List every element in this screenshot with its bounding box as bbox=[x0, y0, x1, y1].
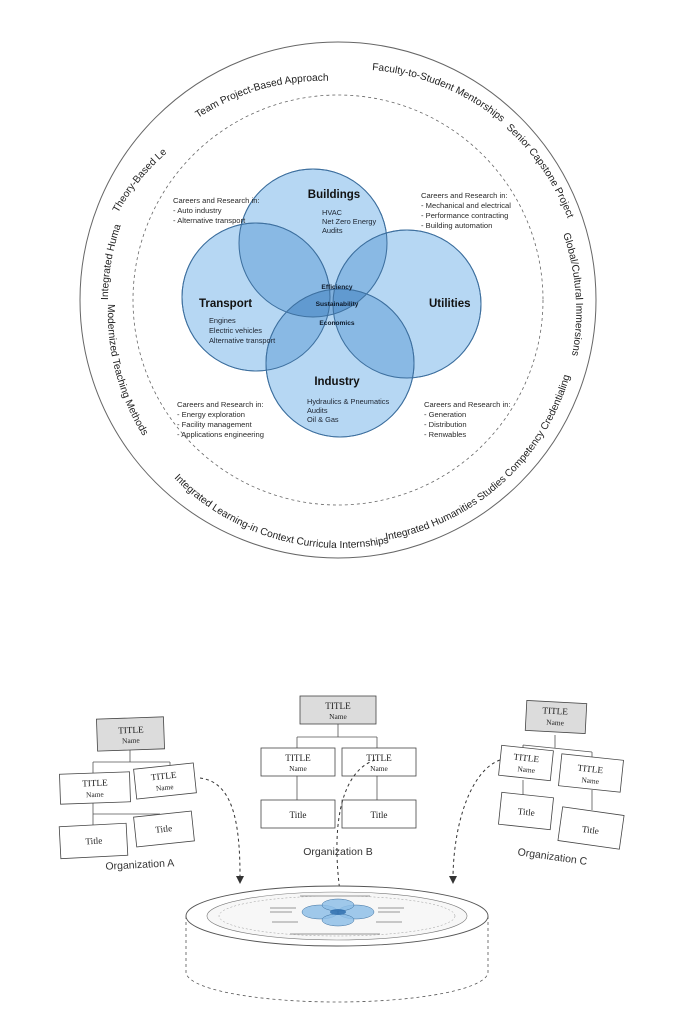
svg-text:- Applications engineering: - Applications engineering bbox=[177, 430, 264, 439]
center-label-sustainability: Sustainability bbox=[316, 301, 359, 308]
ring-label-global: Global/Cultural Immersions bbox=[560, 231, 584, 356]
org-c-mid-title-2: TITLE bbox=[577, 763, 604, 776]
svg-text:- Auto industry: - Auto industry bbox=[173, 206, 222, 215]
svg-text:- Renwables: - Renwables bbox=[424, 430, 466, 439]
org-b-top-box bbox=[299, 695, 377, 725]
industry-item: Oil & Gas bbox=[307, 415, 339, 424]
svg-text:- Alternative transport: - Alternative transport bbox=[173, 216, 246, 225]
overlap-industry-transport bbox=[266, 289, 330, 371]
svg-text:- Distribution: - Distribution bbox=[424, 420, 467, 429]
buildings-item: HVAC bbox=[322, 208, 343, 217]
org-a-bottom-box-2 bbox=[133, 810, 195, 848]
org-c-bottom-title-2: Title bbox=[581, 824, 599, 836]
center-label-efficiency: Efficiency bbox=[321, 284, 352, 291]
org-c-top-name: Name bbox=[546, 718, 565, 728]
org-c-label: Organization C bbox=[517, 846, 588, 868]
org-b-mid-title-1: TITLE bbox=[285, 753, 311, 763]
category-industry: Industry bbox=[314, 376, 360, 388]
org-c-top-box bbox=[524, 700, 588, 734]
ring-label-modernized: Modernized Teaching Methods bbox=[105, 304, 150, 438]
org-chart-b: TITLE Name TITLE Name TITLE Name Title T… bbox=[260, 695, 417, 858]
org-b-top-title: TITLE bbox=[325, 701, 351, 711]
org-b-mid-title-2: TITLE bbox=[366, 753, 392, 763]
org-a-mid-name-1: Name bbox=[86, 790, 105, 800]
svg-text:- Building automation: - Building automation bbox=[421, 221, 492, 230]
venn-diagram bbox=[181, 168, 482, 438]
category-buildings: Buildings bbox=[308, 189, 360, 201]
arrow-org-c bbox=[452, 759, 501, 877]
buildings-item: Audits bbox=[322, 226, 343, 235]
transport-item: Electric vehicles bbox=[209, 326, 262, 335]
org-a-bottom-title-2: Title bbox=[155, 823, 173, 835]
org-a-top-title: TITLE bbox=[118, 725, 144, 736]
org-a-bottom-box-1 bbox=[58, 822, 129, 860]
org-b-bottom-box-2 bbox=[341, 799, 417, 829]
org-a-top-name: Name bbox=[122, 736, 141, 746]
ring-label-mentorships: Faculty-to-Student Mentorships bbox=[372, 62, 507, 125]
industry-item: Hydraulics & Pneumatics bbox=[307, 397, 389, 406]
category-transport: Transport bbox=[199, 298, 252, 310]
org-b-bottom-box-1 bbox=[260, 799, 336, 829]
buildings-item: Net Zero Energy bbox=[322, 217, 377, 226]
svg-text:- Generation: - Generation bbox=[424, 410, 466, 419]
org-a-mid-title-2: TITLE bbox=[150, 770, 177, 783]
org-c-mid-name-2: Name bbox=[581, 775, 600, 786]
careers-bottom-right: Careers and Research in: - Generation - … bbox=[424, 400, 511, 439]
flow-arrows bbox=[199, 759, 501, 893]
careers-top-right: Careers and Research in: - Mechanical an… bbox=[421, 191, 511, 230]
careers-top-left: Careers and Research in: - Auto industry… bbox=[173, 196, 260, 225]
ring-label-team-project: Team Project-Based Approach bbox=[194, 73, 329, 121]
svg-text:Careers and Research in:: Careers and Research in: bbox=[173, 196, 260, 205]
svg-text:Careers and Research in:: Careers and Research in: bbox=[177, 400, 264, 409]
org-a-mid-box-1 bbox=[59, 771, 131, 805]
org-a-top-box bbox=[96, 716, 165, 752]
outer-ring-circle bbox=[79, 41, 597, 559]
svg-text:- Energy exploration: - Energy exploration bbox=[177, 410, 245, 419]
careers-bottom-left: Careers and Research in: - Energy explor… bbox=[177, 400, 264, 439]
svg-text:- Facility management: - Facility management bbox=[177, 420, 253, 429]
org-b-mid-box-2 bbox=[341, 747, 417, 777]
platform-disc bbox=[185, 885, 489, 1003]
svg-text:Careers and Research in:: Careers and Research in: bbox=[421, 191, 508, 200]
org-a-label: Organization A bbox=[105, 857, 174, 873]
arrow-org-a bbox=[199, 777, 241, 877]
org-c-bottom-box-2 bbox=[557, 806, 625, 850]
org-b-mid-name-1: Name bbox=[289, 764, 307, 773]
org-c-mid-name-1: Name bbox=[517, 764, 536, 775]
org-a-mid-name-2: Name bbox=[155, 782, 174, 793]
org-a-bottom-title-1: Title bbox=[85, 836, 103, 847]
ring-label-theory: Theory-Based Learning bbox=[0, 0, 169, 214]
industry-item: Audits bbox=[307, 406, 328, 415]
org-c-mid-box-1 bbox=[498, 744, 554, 782]
arrow-org-b bbox=[336, 759, 376, 893]
org-chart-a: TITLE Name TITLE Name TITLE Name Title T… bbox=[58, 716, 197, 873]
svg-text:Careers and Research in:: Careers and Research in: bbox=[424, 400, 511, 409]
org-a-mid-title-1: TITLE bbox=[82, 778, 108, 789]
inner-dashed-ring bbox=[132, 94, 544, 506]
org-c-bottom-title-1: Title bbox=[517, 806, 535, 818]
org-c-mid-title-1: TITLE bbox=[513, 752, 540, 765]
svg-text:- Mechanical and electrical: - Mechanical and electrical bbox=[421, 201, 511, 210]
org-chart-c: TITLE Name TITLE Name TITLE Name Title T… bbox=[498, 700, 625, 868]
org-c-top-title: TITLE bbox=[542, 705, 568, 716]
transport-item: Alternative transport bbox=[209, 336, 275, 345]
org-b-bottom-title-2: Title bbox=[370, 810, 387, 820]
org-b-mid-box-1 bbox=[260, 747, 336, 777]
org-b-top-name: Name bbox=[329, 712, 347, 721]
ring-label-credentialing: Integrated Humanities Studies Competency… bbox=[385, 373, 573, 543]
transport-item: Engines bbox=[209, 316, 236, 325]
org-b-label: Organization B bbox=[303, 846, 372, 858]
org-c-bottom-box-1 bbox=[498, 791, 554, 831]
org-c-mid-box-2 bbox=[558, 753, 624, 793]
org-b-mid-name-2: Name bbox=[370, 764, 388, 773]
org-b-bottom-title-1: Title bbox=[289, 810, 306, 820]
center-label-economics: Economics bbox=[319, 320, 355, 327]
category-utilities: Utilities bbox=[429, 298, 471, 310]
org-a-mid-box-2 bbox=[133, 762, 197, 800]
overlap-buildings-utilities bbox=[333, 230, 387, 317]
svg-text:- Performance contracting: - Performance contracting bbox=[421, 211, 508, 220]
ring-label-humanities: Integrated Humanities bbox=[0, 0, 124, 300]
ring-label-internships: Integrated Learning-in Context Curricula… bbox=[172, 472, 390, 551]
